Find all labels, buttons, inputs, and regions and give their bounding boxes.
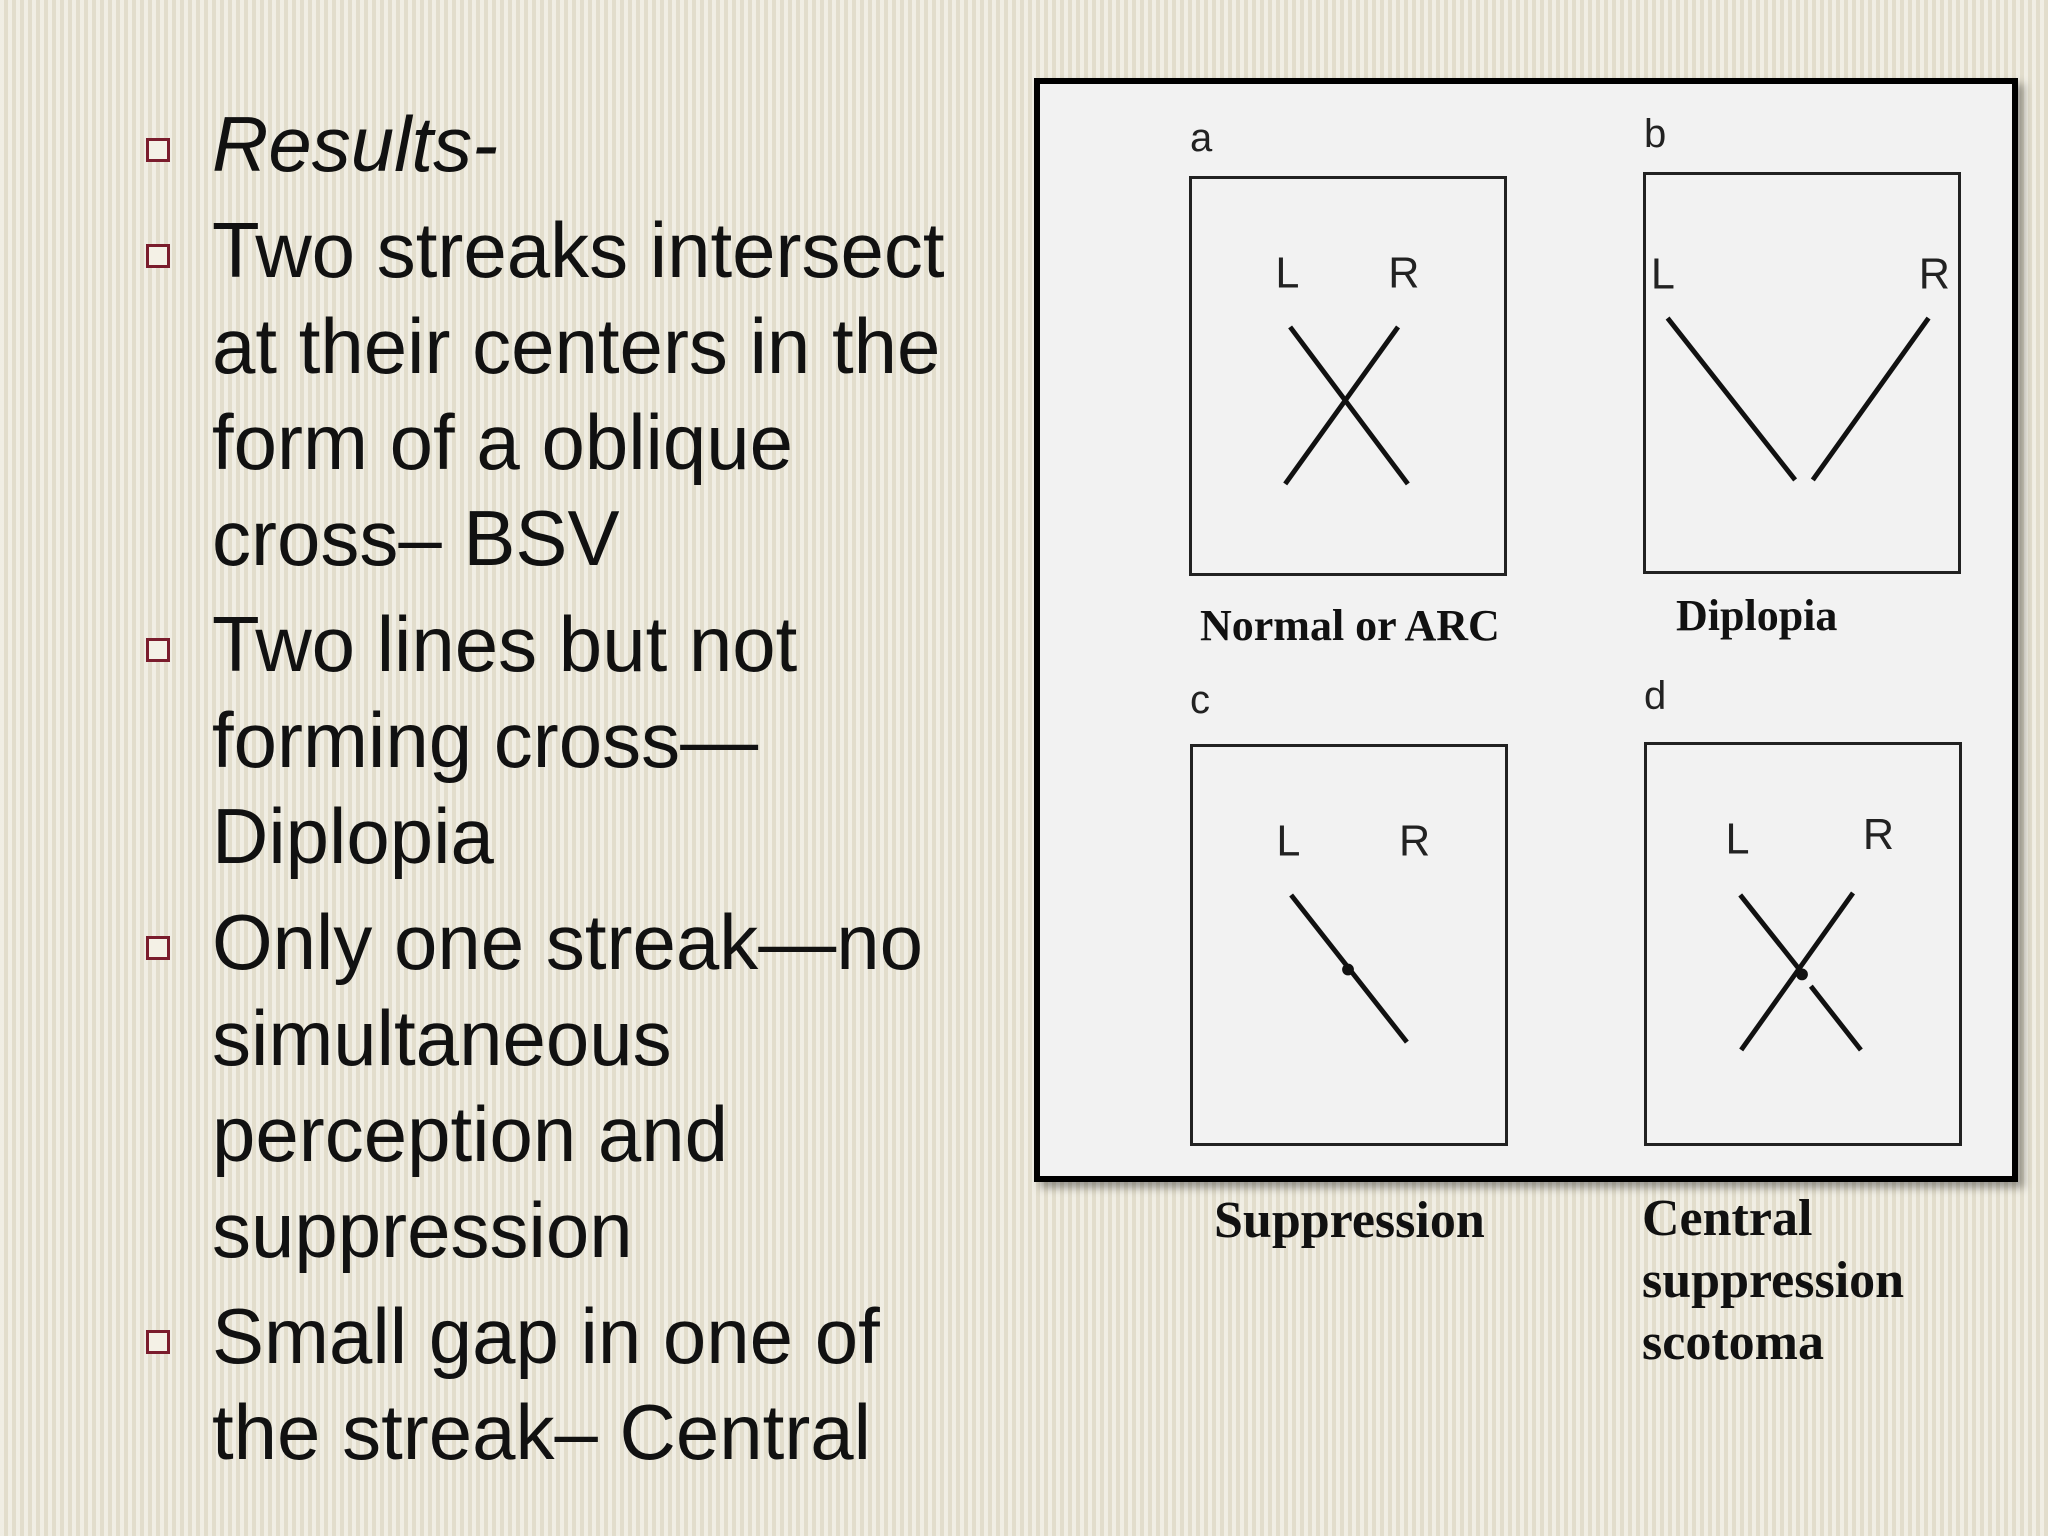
square-bullet-icon (146, 1330, 170, 1354)
panel-a-box: L R (1189, 176, 1507, 576)
panel-b-drawing: L R (1651, 251, 1950, 482)
panel-b-right-label: R (1919, 251, 1950, 299)
square-bullet-icon (146, 244, 170, 268)
bullet-bsv: Two streaks intersect at their centers i… (140, 202, 1000, 586)
bullet-text: Two streaks intersect at their centers i… (212, 206, 945, 582)
square-bullet-icon (146, 638, 170, 662)
square-bullet-icon (146, 936, 170, 960)
panel-c-box: L R (1190, 744, 1508, 1146)
bullet-results: Results- (140, 96, 1000, 192)
panel-d-drawing: L R (1725, 811, 1894, 1052)
panel-d-letter: d (1644, 674, 1667, 718)
panel-c-drawing: L R (1276, 818, 1430, 1044)
panel-d-left-streak-lower (1808, 984, 1863, 1052)
bullet-text: Two lines but not forming cross—Diplopia (212, 600, 798, 880)
panel-d-left-streak-upper (1738, 893, 1803, 973)
bullet-list: Results- Two streaks intersect at their … (140, 96, 1000, 1490)
bullet-text: Only one streak—no simultaneous percepti… (212, 898, 924, 1274)
panel-d-fixation-light (1796, 968, 1808, 981)
panel-b-left-label: L (1651, 251, 1675, 299)
panel-a-caption: Normal or ARC (1200, 601, 1500, 650)
panel-b-box: L R (1643, 172, 1961, 574)
panel-a-letter: a (1190, 116, 1213, 160)
bagolini-figure: a L R Normal or ARC b L R Diplopia c L R… (1034, 78, 2018, 1371)
panel-a-left-label: L (1275, 250, 1299, 298)
panel-d-right-label: R (1863, 811, 1894, 859)
panel-b-caption: Diplopia (1676, 591, 1838, 640)
panel-b-right-streak (1810, 316, 1931, 482)
square-bullet-icon (146, 138, 170, 162)
panel-d-caption: Central suppression scotoma (1642, 1190, 1905, 1371)
bullet-suppression: Only one streak—no simultaneous percepti… (140, 894, 1000, 1278)
panel-a-drawing: L R (1275, 250, 1419, 486)
panel-c-letter: c (1190, 678, 1210, 722)
panel-c-left-label: L (1276, 818, 1300, 866)
panel-d-left-label: L (1725, 816, 1749, 864)
panel-a-right-streak (1283, 325, 1401, 486)
bullet-diplopia: Two lines but not forming cross—Diplopia (140, 596, 1000, 884)
panel-a-right-label: R (1388, 250, 1419, 298)
bullet-text: Results- (212, 100, 499, 188)
panel-b-left-streak (1665, 316, 1798, 482)
panel-a-left-streak (1288, 325, 1410, 486)
panel-c-right-label: R (1399, 818, 1430, 866)
panel-c-caption: Suppression (1214, 1192, 1485, 1249)
panel-d-box: L R (1644, 742, 1962, 1146)
bullet-central: Small gap in one of the streak– Central (140, 1288, 1000, 1480)
panel-c-fixation-light (1342, 963, 1354, 976)
panel-b-letter: b (1644, 112, 1667, 156)
bullet-text: Small gap in one of the streak– Central (212, 1292, 880, 1476)
